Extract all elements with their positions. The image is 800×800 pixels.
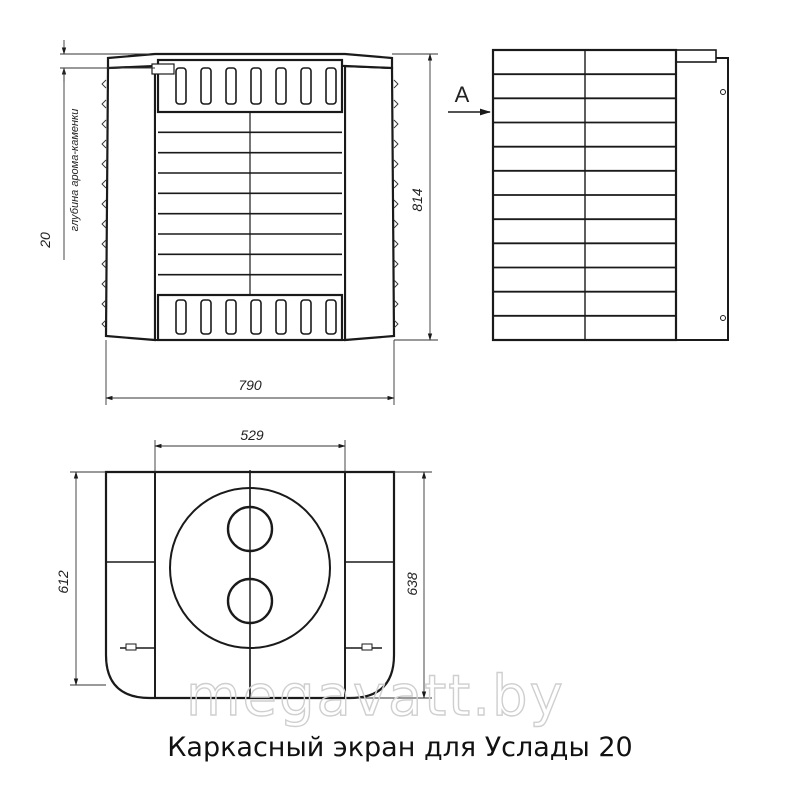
top-right-bracket bbox=[361, 643, 373, 651]
front-bottom-slot bbox=[275, 299, 287, 335]
dim-top-inner: 529 bbox=[240, 427, 264, 443]
front-top-slot bbox=[200, 67, 212, 105]
front-bottom-slot bbox=[250, 299, 262, 335]
figure-caption: Каркасный экран для Услады 20 bbox=[167, 732, 633, 763]
front-brick-rows bbox=[158, 112, 342, 295]
front-top-slot bbox=[325, 67, 337, 105]
dim-top-left: 612 bbox=[55, 570, 71, 594]
front-right-serration bbox=[393, 79, 399, 329]
dim-height-front: 814 bbox=[409, 188, 425, 212]
watermark: megavatt.by bbox=[186, 664, 565, 729]
front-top-slot bbox=[250, 67, 262, 105]
side-bolt-bottom bbox=[720, 315, 726, 321]
front-top-slot bbox=[175, 67, 187, 105]
front-bottom-slot bbox=[225, 299, 237, 335]
side-bolt-top bbox=[720, 89, 726, 95]
front-view: 790 814 20 глубина арома-каменки bbox=[37, 40, 438, 405]
front-bottom-slot bbox=[175, 299, 187, 335]
top-left-bracket bbox=[125, 643, 137, 651]
front-bottom-slot bbox=[200, 299, 212, 335]
top-view: 529 612 638 bbox=[55, 427, 432, 700]
front-right-column bbox=[343, 64, 396, 342]
side-back-panel bbox=[675, 57, 729, 341]
front-bottom-slot bbox=[300, 299, 312, 335]
front-bottom-slots bbox=[175, 299, 337, 335]
front-bottom-slot bbox=[325, 299, 337, 335]
view-marker-label: A bbox=[455, 82, 470, 107]
front-top-slot bbox=[300, 67, 312, 105]
dim-aroma-note: глубина арома-каменки bbox=[69, 109, 81, 232]
front-top-slots bbox=[175, 67, 337, 105]
front-left-serration bbox=[101, 79, 107, 329]
dim-aroma-depth: 20 bbox=[37, 232, 53, 249]
front-hook-detail bbox=[151, 63, 175, 75]
front-top-slot bbox=[225, 67, 237, 105]
front-left-column bbox=[104, 64, 157, 342]
dim-top-right: 638 bbox=[404, 572, 420, 596]
front-top-slot bbox=[275, 67, 287, 105]
side-view: A bbox=[448, 48, 729, 342]
dim-width-front: 790 bbox=[238, 377, 262, 393]
side-top-cap bbox=[675, 49, 717, 63]
